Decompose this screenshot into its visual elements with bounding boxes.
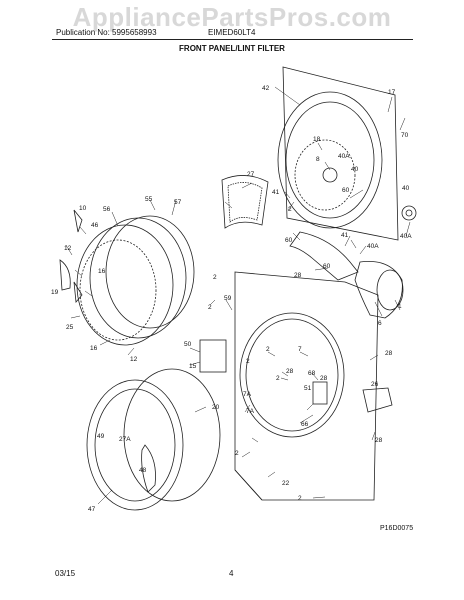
diagram-reference-code: P16D0075 [380, 525, 414, 532]
callout-label: 28 [294, 272, 302, 279]
callout-label: 2 [246, 358, 250, 365]
hinge-bracket [362, 387, 393, 413]
lint-filter [221, 175, 269, 229]
front-panel-door-opening [239, 312, 345, 438]
callout-label: 55 [145, 196, 153, 203]
door-handle [141, 444, 156, 493]
callout-label: 51 [304, 385, 312, 392]
rear-bulkhead [282, 66, 399, 241]
page-title: FRONT PANEL/LINT FILTER [179, 44, 285, 53]
callout-label: 40A [367, 243, 379, 250]
callout-label: 60 [342, 187, 350, 194]
callout-label: 20 [212, 404, 220, 411]
callout-label: 27A [119, 436, 131, 443]
callout-label: 2 [235, 450, 239, 457]
callout-label: 60 [285, 237, 293, 244]
callout-label: 40A [338, 153, 350, 160]
model-number: EIMED60LT4 [208, 28, 256, 37]
callout-label: 28 [375, 437, 383, 444]
callout-label: 7A [246, 408, 255, 415]
callout-label: 59 [224, 295, 232, 302]
footer-date: 03/15 [55, 569, 76, 578]
header-divider [52, 39, 413, 40]
door-switch-assembly [199, 339, 227, 373]
lint-duct [289, 231, 359, 281]
door-gasket [123, 368, 221, 502]
callout-label: 47 [88, 506, 96, 513]
callout-label: 2 [276, 375, 280, 382]
callout-label: 40 [351, 166, 359, 173]
callout-label: 2 [213, 274, 217, 281]
callout-label: 68 [308, 370, 316, 377]
callout-label: 66 [301, 421, 309, 428]
callout-label: 8 [316, 156, 320, 163]
callout-label: 2 [298, 495, 302, 502]
callout-label: 49 [97, 433, 105, 440]
callout-label: 17 [388, 89, 396, 96]
callout-label: 2 [266, 346, 270, 353]
callout-label: 41 [341, 232, 349, 239]
callout-label: 16 [90, 345, 98, 352]
callout-label: 41 [272, 189, 280, 196]
bulkhead-drum-opening [277, 91, 383, 229]
callout-label: 1 [398, 303, 402, 310]
drum-front-ring [76, 224, 174, 346]
door-outer-ring [86, 379, 184, 511]
callout-label: 60 [323, 263, 331, 270]
callout-label: 70 [401, 132, 409, 139]
callout-label: 12 [130, 356, 138, 363]
page-number: 4 [229, 569, 234, 578]
callout-label: 40 [402, 185, 410, 192]
callout-label: 28 [385, 350, 393, 357]
callout-label: 2 [288, 206, 292, 213]
callout-label: 27 [247, 171, 255, 178]
callout-label: 15 [189, 363, 197, 370]
watermark: AppliancePartsPros.com [72, 2, 392, 32]
callout-label: 42 [262, 85, 270, 92]
callout-label: 2 [208, 304, 212, 311]
callout-label: 10 [79, 205, 87, 212]
callout-label: 18 [313, 136, 321, 143]
callout-label: 57 [174, 199, 182, 206]
callout-label: 28 [286, 368, 294, 375]
callout-labels: 42 17 70 18 8 40A 40 60 40 40A 27 41 2 6… [51, 85, 412, 513]
callout-label: 25 [66, 324, 74, 331]
duct-elbow [354, 261, 403, 319]
callout-label: 50 [184, 341, 192, 348]
publication-number: Publication No: 5995658993 [56, 28, 157, 37]
callout-label: 28 [320, 375, 328, 382]
callout-label: 16 [98, 268, 106, 275]
bearing-right [401, 205, 417, 221]
callout-label: 56 [103, 206, 111, 213]
callout-label: 12 [64, 245, 72, 252]
callout-label: 46 [91, 222, 99, 229]
callout-label: 6 [378, 320, 382, 327]
callout-label: 7A [243, 391, 252, 398]
callout-label: 26 [371, 381, 379, 388]
callout-label: 48 [139, 467, 147, 474]
callout-label: 19 [51, 289, 59, 296]
callout-label: 22 [282, 480, 290, 487]
callout-label: 7 [298, 346, 302, 353]
callout-label: 40A [400, 233, 412, 240]
